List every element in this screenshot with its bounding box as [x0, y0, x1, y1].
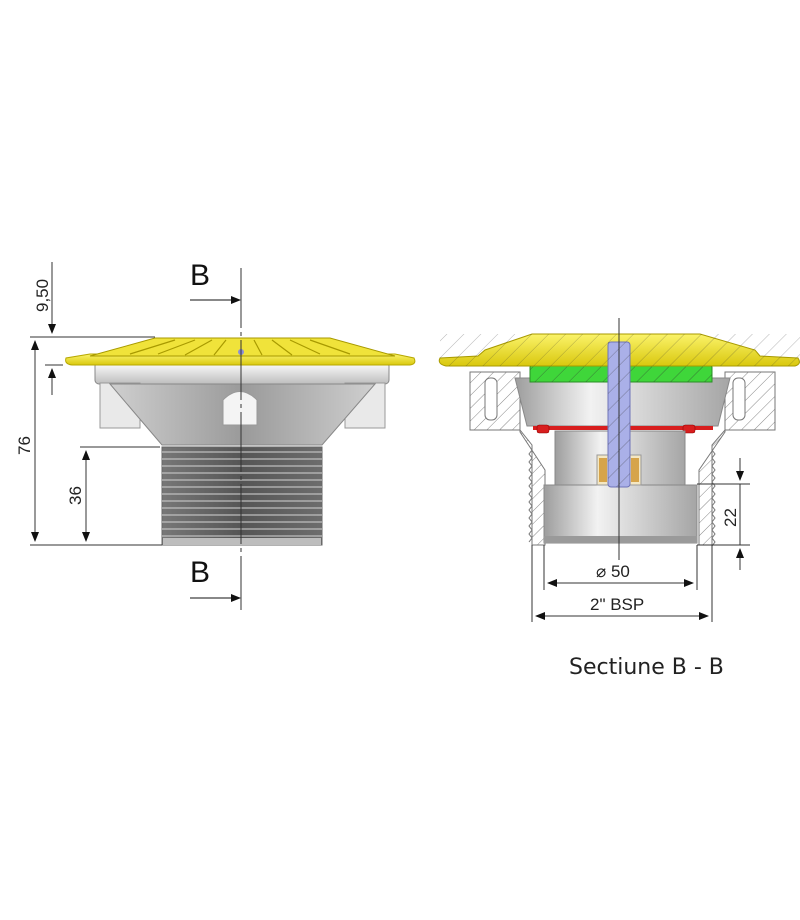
- section-view: 22 ⌀ 50 2" BSP: [438, 318, 800, 622]
- dim-outlet-height: 22: [721, 508, 740, 527]
- dim-inner-diameter: ⌀ 50: [596, 562, 630, 581]
- section-marker-top: B: [190, 259, 210, 292]
- dim-total-height: 76: [15, 436, 34, 455]
- dim-grate-height: 9,50: [33, 279, 52, 312]
- dim-thread-size: 2" BSP: [590, 595, 644, 614]
- yellow-grate: [65, 337, 416, 366]
- section-caption: Sectiune B - B: [569, 655, 724, 680]
- exterior-view: B B 9,50 76 36: [15, 259, 416, 610]
- thread-section: [161, 446, 323, 546]
- dim-thread-length: 36: [66, 486, 85, 505]
- section-marker-bottom: B: [190, 556, 210, 589]
